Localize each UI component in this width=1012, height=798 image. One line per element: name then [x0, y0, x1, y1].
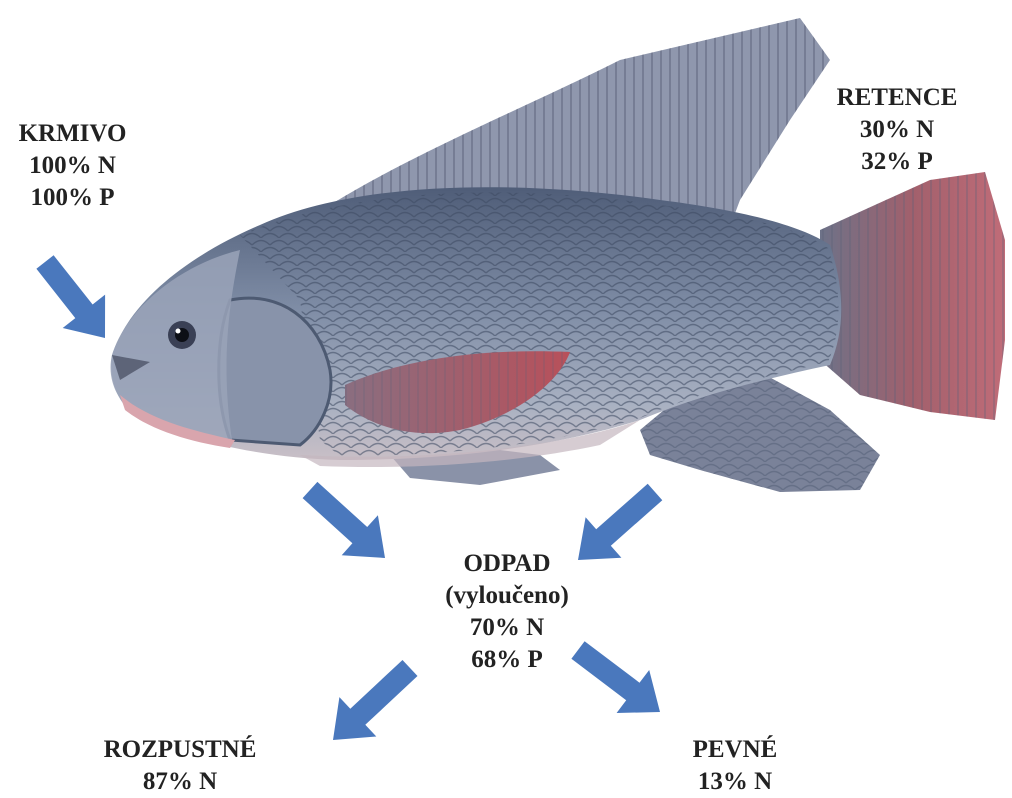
- waste-subtitle: (vyloučeno): [412, 580, 602, 612]
- soluble-label: ROZPUSTNÉ 87% N: [80, 734, 280, 798]
- feed-phosphorus: 100% P: [0, 182, 145, 214]
- feed-title: KRMIVO: [0, 118, 145, 150]
- solid-title: PEVNÉ: [660, 734, 810, 766]
- solid-label: PEVNÉ 13% N: [660, 734, 810, 798]
- waste-label: ODPAD (vyloučeno) 70% N 68% P: [412, 548, 602, 676]
- soluble-title: ROZPUSTNÉ: [80, 734, 280, 766]
- feed-arrow: [36, 255, 105, 338]
- retention-title: RETENCE: [822, 82, 972, 114]
- waste-title: ODPAD: [412, 548, 602, 580]
- waste-left-arrow: [303, 482, 385, 558]
- retention-label: RETENCE 30% N 32% P: [822, 82, 972, 178]
- feed-nitrogen: 100% N: [0, 150, 145, 182]
- retention-nitrogen: 30% N: [822, 114, 972, 146]
- waste-nitrogen: 70% N: [412, 612, 602, 644]
- retention-phosphorus: 32% P: [822, 146, 972, 178]
- solid-nitrogen: 13% N: [660, 766, 810, 798]
- waste-phosphorus: 68% P: [412, 644, 602, 676]
- soluble-nitrogen: 87% N: [80, 766, 280, 798]
- feed-label: KRMIVO 100% N 100% P: [0, 118, 145, 214]
- soluble-arrow: [333, 660, 418, 740]
